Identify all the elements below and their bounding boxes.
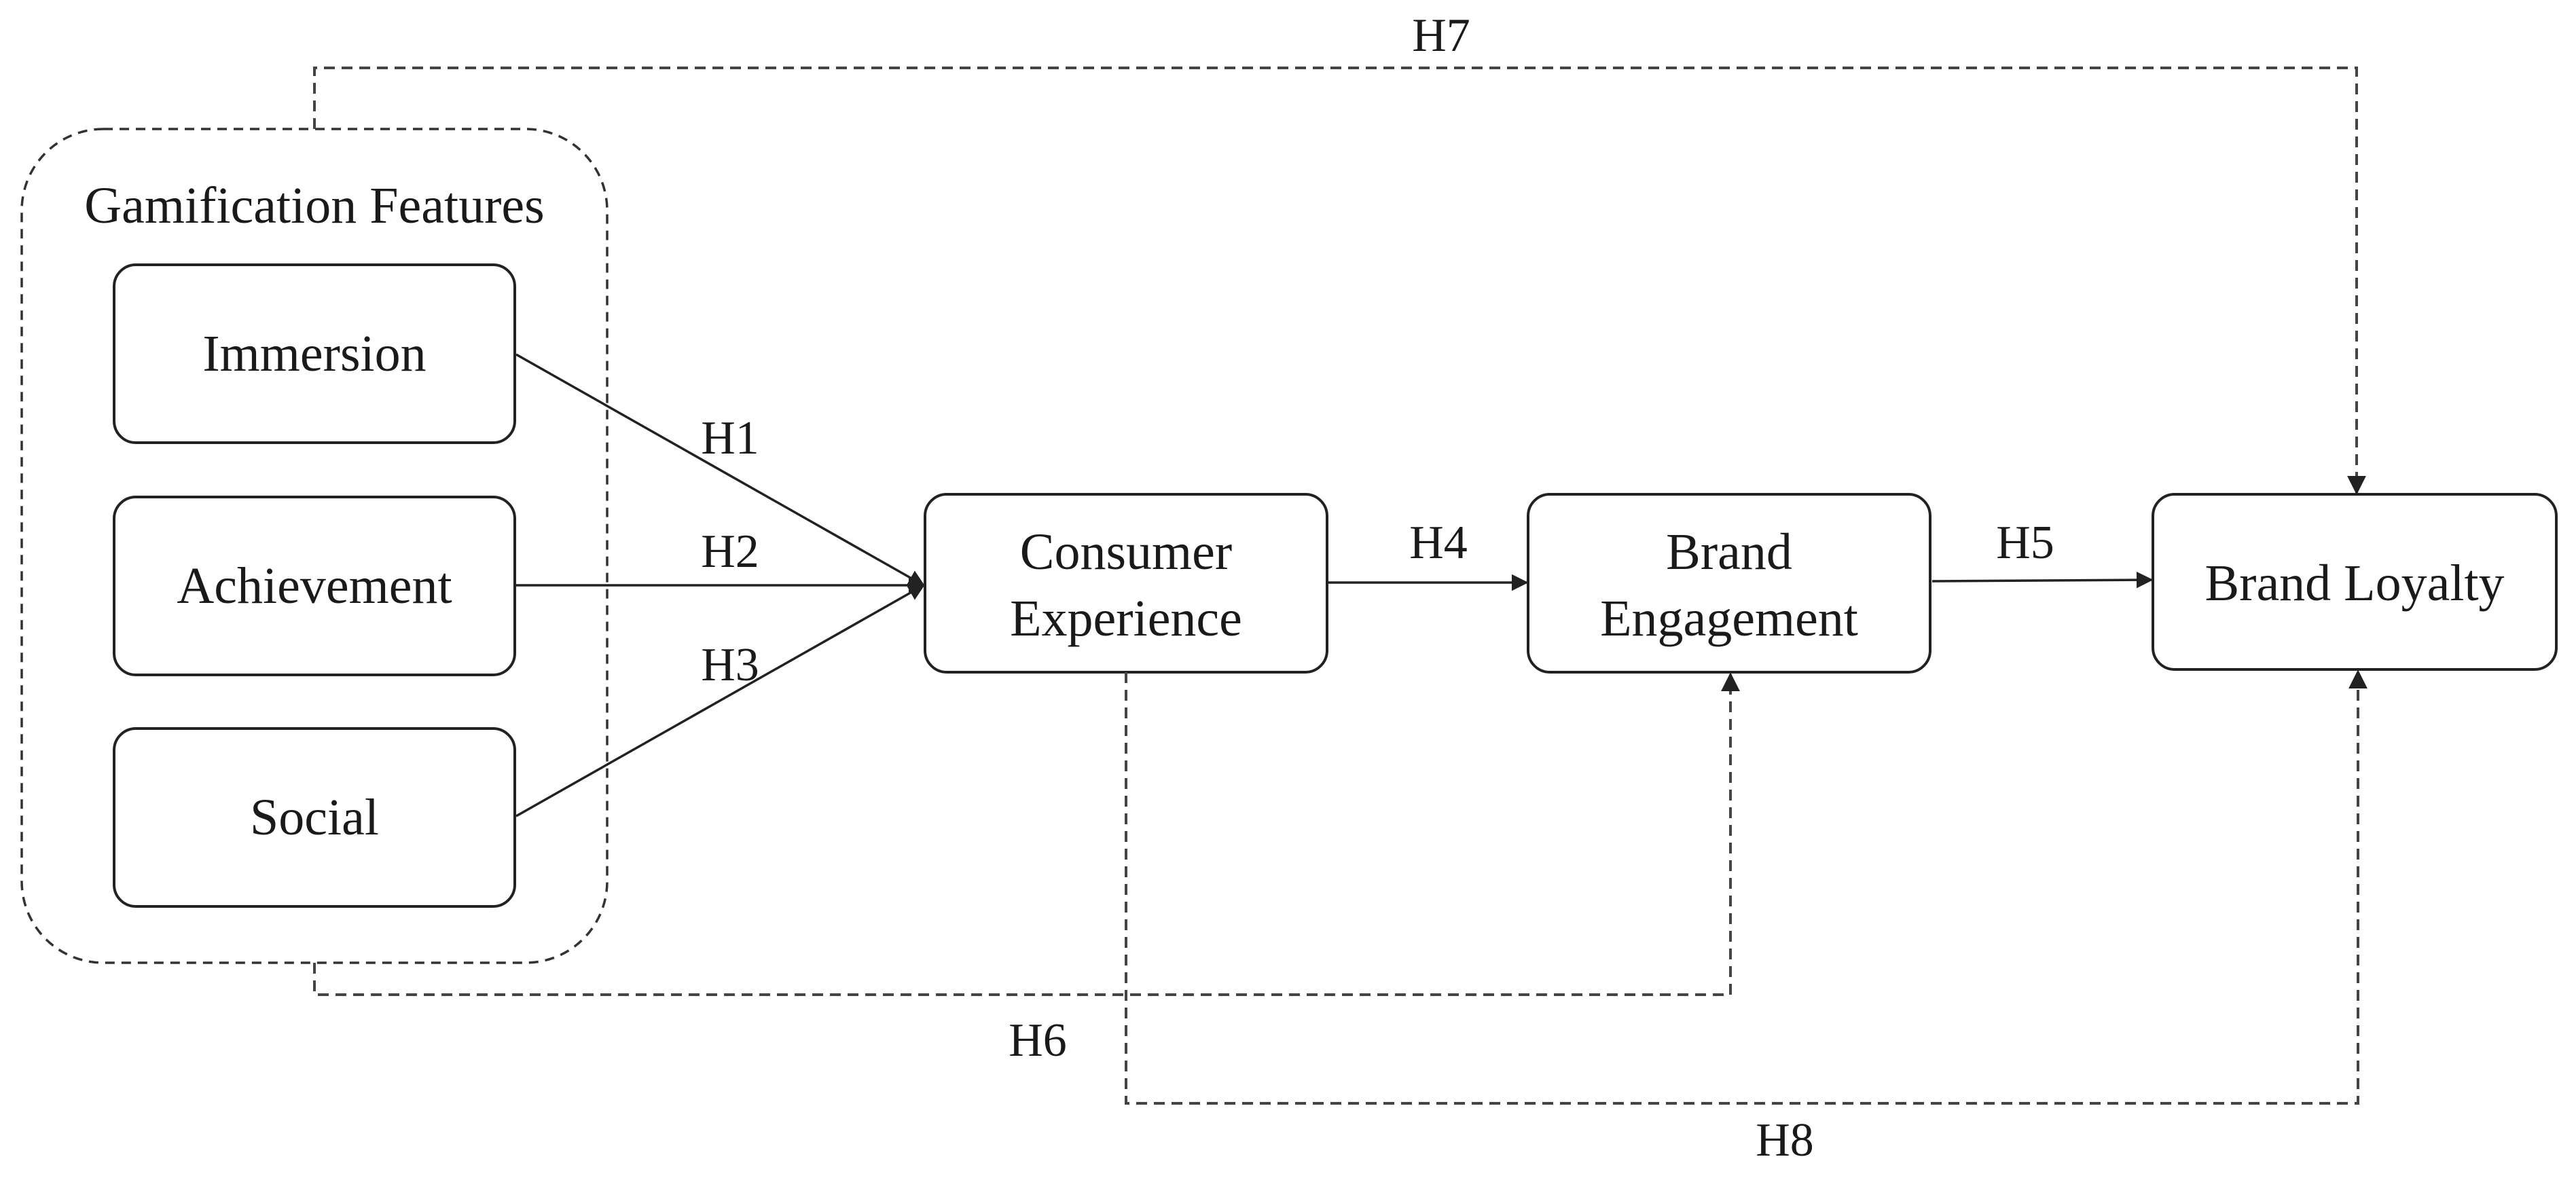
achievement-label: Achievement (177, 557, 452, 614)
h3-arrow (515, 584, 926, 817)
immersion-label: Immersion (202, 325, 426, 382)
consumer-experience-label-line1: Consumer (1020, 523, 1232, 581)
h6-label: H6 (1009, 1014, 1067, 1067)
immersion-box (113, 263, 516, 444)
h1-arrow (515, 353, 926, 587)
h5-arrow (1931, 571, 2154, 589)
brand-engagement-label-line1: Brand (1666, 523, 1792, 581)
gamification-features-label: Gamification Features (84, 177, 544, 234)
achievement-box (113, 496, 516, 676)
consumer-experience-label-line2: Experience (1010, 590, 1242, 647)
h2-label: H2 (701, 526, 759, 578)
h8-label: H8 (1756, 1114, 1814, 1166)
brand-loyalty-label: Brand Loyalty (2205, 555, 2504, 612)
gamification-features-group (20, 128, 609, 964)
brand-engagement-label-line2: Engagement (1600, 590, 1858, 647)
h5-label: H5 (1996, 517, 2054, 569)
h4-label: H4 (1409, 517, 1468, 569)
h6-arrow (313, 672, 1740, 996)
social-label: Social (250, 789, 379, 846)
social-box (113, 727, 516, 908)
h8-arrow (1125, 669, 2368, 1105)
h7-arrow (313, 67, 2366, 495)
h1-label: H1 (701, 412, 759, 464)
h7-label: H7 (1412, 10, 1470, 62)
h3-label: H3 (701, 639, 759, 691)
